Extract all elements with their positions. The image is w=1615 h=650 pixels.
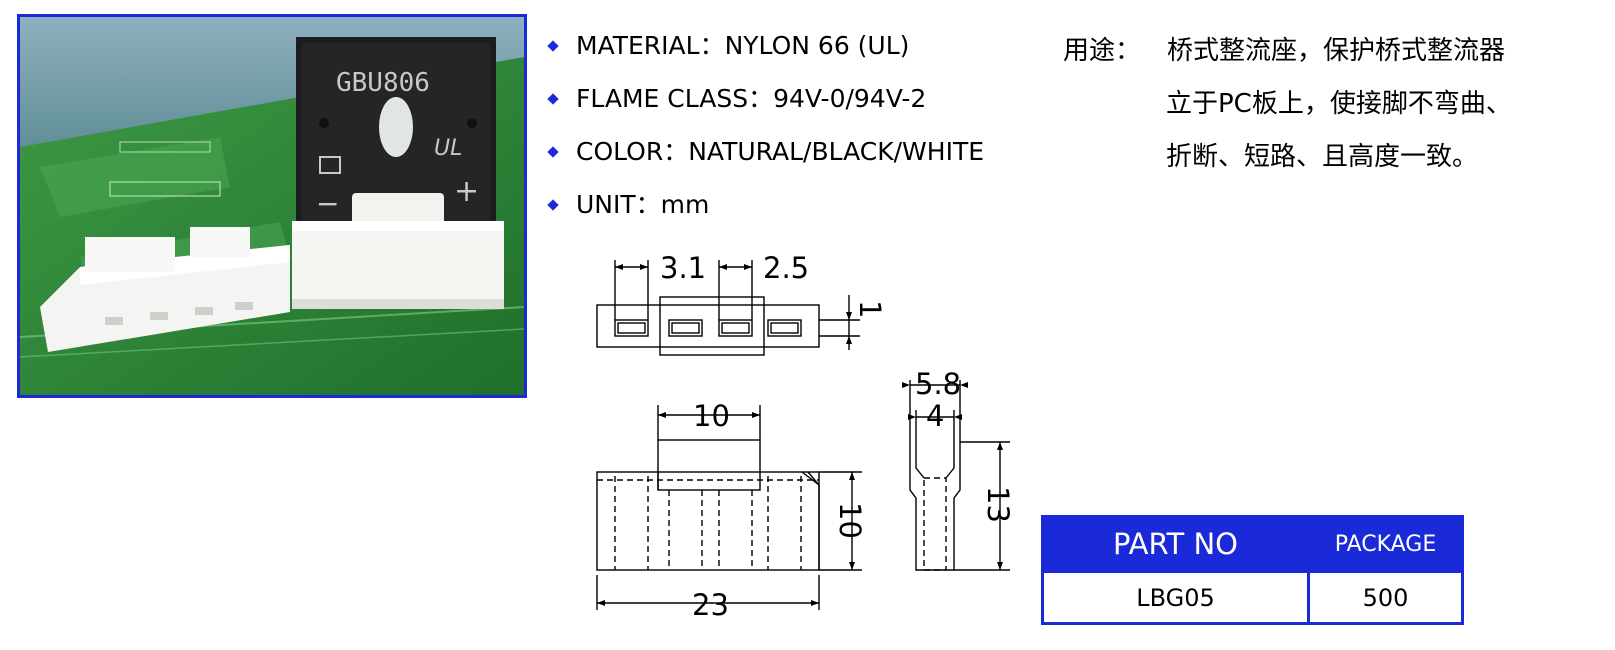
dim-side-outer: 5.8 <box>915 367 961 401</box>
dim-slot-width: 2.5 <box>763 251 809 285</box>
side-view <box>909 380 1010 571</box>
plus-sign: + <box>454 174 479 209</box>
cell-part-no: LBG05 <box>1041 570 1310 625</box>
cell-package: 500 <box>1307 570 1464 625</box>
minus-sign: − <box>316 187 339 220</box>
top-view <box>596 260 860 356</box>
usage-label: 用途： <box>1063 36 1142 66</box>
spec-color: COLOR：NATURAL/BLACK/WHITE <box>547 131 984 184</box>
product-photo: GBU806 − + UL <box>17 14 527 398</box>
part-table: PART NO PACKAGE LBG05 500 <box>1041 515 1464 625</box>
usage-line: 立于PC板上，使接脚不弯曲、 <box>1166 89 1512 119</box>
table-header-row: PART NO PACKAGE <box>1041 515 1464 573</box>
dim-length: 23 <box>692 588 729 622</box>
usage-line: 折断、短路、且高度一致。 <box>1166 142 1479 172</box>
usage-text: 桥式整流座，保护桥式整流器 立于PC板上，使接脚不弯曲、 折断、短路、且高度一致… <box>1166 25 1576 184</box>
spec-unit: UNIT：mm <box>547 184 984 237</box>
dim-side-height: 13 <box>981 486 1015 523</box>
bullet-icon <box>547 146 559 158</box>
bullet-icon <box>547 199 559 211</box>
header-part-no: PART NO <box>1041 515 1310 573</box>
usage-line: 桥式整流座，保护桥式整流器 <box>1167 36 1506 66</box>
bullet-icon <box>547 40 559 52</box>
spec-flame-class: FLAME CLASS：94V-0/94V-2 <box>547 78 984 131</box>
front-view <box>596 405 862 610</box>
header-package: PACKAGE <box>1307 515 1464 573</box>
technical-drawing: 3.1 2.5 1 10 10 23 5.8 4 13 <box>560 240 1060 650</box>
ul-mark: UL <box>434 136 462 161</box>
dim-wall: 1 <box>853 300 887 318</box>
bullet-icon <box>547 93 559 105</box>
spec-list: MATERIAL：NYLON 66 (UL) FLAME CLASS：94V-0… <box>547 25 984 237</box>
table-row: LBG05 500 <box>1041 570 1464 625</box>
drawing-svg: 3.1 2.5 1 10 10 23 5.8 4 13 <box>596 251 1015 622</box>
dim-height: 10 <box>833 502 867 539</box>
dim-side-inner: 4 <box>926 399 944 433</box>
dim-slot-pitch: 3.1 <box>660 251 706 285</box>
chip-marking: GBU806 <box>336 68 430 98</box>
dim-top-width: 10 <box>693 399 730 433</box>
product-photo-illustration: GBU806 − + UL <box>20 17 524 395</box>
spec-material: MATERIAL：NYLON 66 (UL) <box>547 25 984 78</box>
